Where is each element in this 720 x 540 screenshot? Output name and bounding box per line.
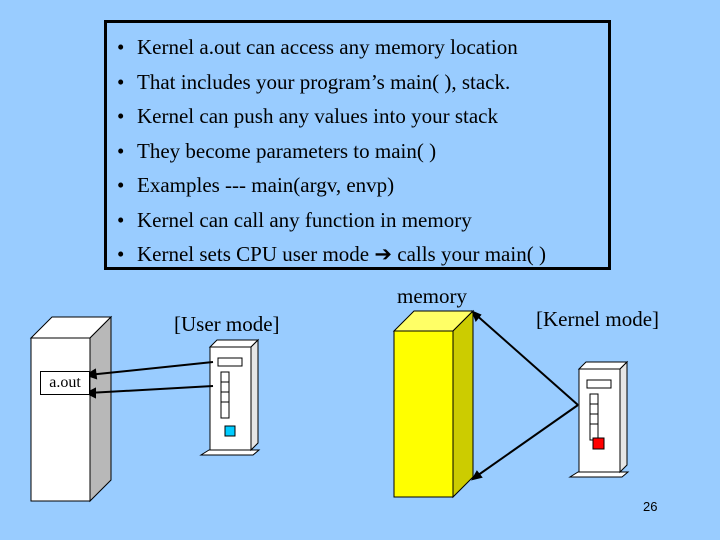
kernel-mode-label: [Kernel mode] [536,307,660,331]
bullet-item: That includes your program’s main( ), st… [117,67,546,102]
kernel-to-memory-arrows [470,310,579,481]
memory-block [392,309,475,499]
memory-label: memory [397,284,467,308]
bullet-item: Examples --- main(argv, envp) [117,170,546,205]
bullet-box: Kernel a.out can access any memory locat… [104,20,611,270]
aout-label: a.out [40,371,90,395]
user-mode-label: [User mode] [174,312,280,336]
user-mode-indicator [224,425,236,437]
bullet-list: Kernel a.out can access any memory locat… [117,32,546,274]
bullet-item: They become parameters to main( ) [117,136,546,171]
page-number: 26 [643,499,658,514]
user-to-aout-arrows [84,361,214,399]
bullet-item: Kernel can push any values into your sta… [117,101,546,136]
aout-block [29,315,113,503]
kernel-computer-icon [568,360,630,478]
bullet-item: Kernel sets CPU user mode ➔ calls your m… [117,239,546,274]
kernel-mode-indicator [592,437,605,450]
user-computer-icon [199,338,261,456]
bullet-item: Kernel a.out can access any memory locat… [117,32,546,67]
bullet-text: Kernel sets CPU user mode [137,242,370,266]
bullet-item: Kernel can call any function in memory [117,205,546,240]
bullet-text: calls your main( ) [397,242,546,266]
right-arrow-icon: ➔ [374,242,392,266]
